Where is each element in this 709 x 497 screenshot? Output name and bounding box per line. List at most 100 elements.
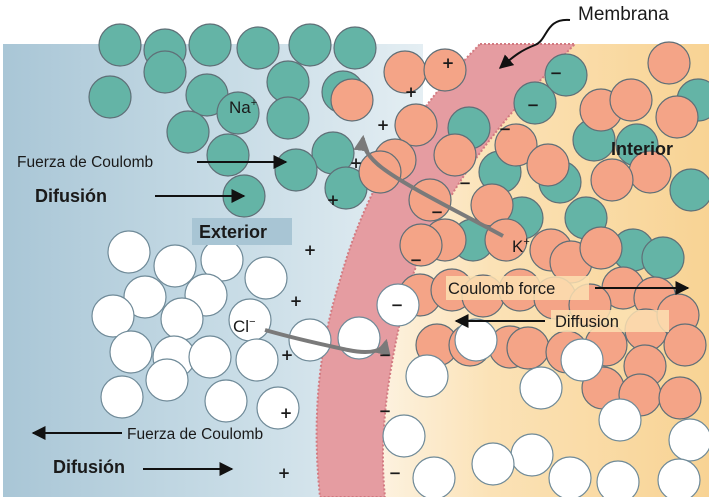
- positive-charge-sign: +: [280, 404, 293, 422]
- potassium-ion-circle: [647, 41, 691, 85]
- positive-charge-sign: +: [304, 241, 317, 259]
- coulomb-force-label-box: [446, 276, 589, 300]
- diffusion-label: Diffusion: [555, 313, 619, 331]
- chloride-ion-circle: [376, 283, 420, 327]
- interior-label: Interior: [611, 139, 673, 159]
- fuerza-coulomb-upper-label: Fuerza de Coulomb: [17, 154, 153, 171]
- sodium-ion-circle: [266, 96, 310, 140]
- sodium-ion-circle: [216, 91, 260, 135]
- chloride-ion-circle: [160, 297, 204, 341]
- potassium-ion-circle: [423, 48, 467, 92]
- potassium-ion-circle: [658, 376, 702, 420]
- chloride-ion-circle: [382, 414, 426, 458]
- chloride-ion-circle: [657, 458, 701, 497]
- potassium-ion-circle: [433, 133, 477, 177]
- chloride-ion-circle: [244, 256, 288, 300]
- sodium-ion-circle: [236, 26, 280, 70]
- exterior-label-box: [192, 218, 292, 245]
- k-ion-label: K+: [512, 236, 530, 256]
- na-ion-label: Na+: [229, 97, 257, 117]
- sodium-ion-circle: [98, 23, 142, 67]
- potassium-ion-circle: [330, 78, 374, 122]
- sodium-ion-circle: [143, 50, 187, 94]
- sodium-ion-circle: [166, 110, 210, 154]
- sodium-ion-circle: [333, 26, 377, 70]
- chloride-ion-circle: [560, 338, 604, 382]
- chloride-ion-circle: [454, 318, 498, 362]
- sodium-ion-circle: [188, 23, 232, 67]
- chloride-ion-circle: [100, 375, 144, 419]
- negative-charge-sign: −: [527, 96, 540, 114]
- chloride-ion-circle: [123, 275, 167, 319]
- sodium-ion-circle: [88, 75, 132, 119]
- potassium-ion-circle: [494, 123, 538, 167]
- chloride-ion-circle: [548, 456, 592, 497]
- diffusion-label-box: [551, 310, 669, 332]
- potassium-ion-circle: [579, 226, 623, 270]
- fuerza-coulomb-lower-label: Fuerza de Coulomb: [127, 426, 263, 443]
- potassium-ion-circle: [655, 95, 699, 139]
- chloride-ion-circle: [471, 442, 515, 486]
- exterior-label: Exterior: [199, 222, 267, 242]
- potassium-ion-circle: [506, 326, 550, 370]
- potassium-ion-circle: [358, 150, 402, 194]
- negative-charge-sign: −: [431, 203, 444, 221]
- negative-charge-sign: −: [459, 174, 472, 192]
- charge-signs: ++++++++++−−−−−−−−−−: [278, 54, 563, 482]
- potassium-ion-circle: [590, 158, 634, 202]
- difusion-lower-label: Difusión: [53, 457, 125, 477]
- negative-charge-sign: −: [391, 296, 404, 314]
- chloride-ion-circle: [412, 456, 456, 497]
- chloride-ion-circle: [204, 379, 248, 423]
- chloride-ion-circle: [235, 338, 279, 382]
- negative-charge-sign: −: [389, 464, 402, 482]
- chloride-ion-circle: [519, 366, 563, 410]
- potassium-ion-circle: [484, 218, 528, 262]
- positive-charge-sign: +: [377, 116, 390, 134]
- positive-charge-sign: +: [281, 346, 294, 364]
- negative-charge-sign: −: [379, 402, 392, 420]
- chloride-ion-circle: [188, 335, 232, 379]
- chloride-ion-circle: [107, 230, 151, 274]
- sodium-ion-circle: [206, 133, 250, 177]
- membrane-pointer: [498, 18, 571, 69]
- cl-ion-label: Cl−: [233, 316, 256, 336]
- negative-charge-sign: −: [550, 64, 563, 82]
- potassium-ion-circle: [609, 78, 653, 122]
- cl-ion-flux-arrow: [264, 328, 391, 357]
- negative-charge-sign: −: [410, 251, 423, 269]
- positive-charge-sign: +: [278, 464, 291, 482]
- difusion-upper-label: Difusión: [35, 186, 107, 206]
- chloride-ion-circle: [145, 358, 189, 402]
- chloride-ion-circle: [91, 294, 135, 338]
- positive-charge-sign: +: [327, 191, 340, 209]
- chloride-ion-circle: [510, 433, 554, 477]
- membrane-label: Membrana: [578, 4, 669, 25]
- sodium-ion-circle: [641, 236, 685, 280]
- sodium-ion-circle: [274, 148, 318, 192]
- positive-charge-sign: +: [350, 154, 363, 172]
- positive-charge-sign: +: [405, 83, 418, 101]
- potassium-ion-circle: [394, 103, 438, 147]
- chloride-ion-circle: [405, 354, 449, 398]
- positive-charge-sign: +: [290, 292, 303, 310]
- k-ion-flux-arrow: [353, 134, 504, 238]
- sodium-ion-circle: [288, 23, 332, 67]
- chloride-ion-circle: [109, 330, 153, 374]
- chloride-ion-circle: [256, 386, 300, 430]
- chloride-ion-circle: [596, 460, 640, 497]
- sodium-ion-circle: [513, 81, 557, 125]
- potassium-ion-circle: [526, 143, 570, 187]
- positive-charge-sign: +: [442, 54, 455, 72]
- coulomb-force-label: Coulomb force: [448, 280, 555, 298]
- chloride-ion-circle: [153, 244, 197, 288]
- negative-charge-sign: −: [499, 120, 512, 138]
- potassium-ion-circle: [663, 323, 707, 367]
- sodium-ion-circle: [669, 168, 709, 212]
- chloride-ion-circle: [598, 398, 642, 442]
- negative-charge-sign: −: [379, 346, 392, 364]
- potassium-ion-circle: [399, 223, 443, 267]
- sodium-ion-circle: [544, 53, 588, 97]
- chloride-ion-circle: [668, 418, 709, 462]
